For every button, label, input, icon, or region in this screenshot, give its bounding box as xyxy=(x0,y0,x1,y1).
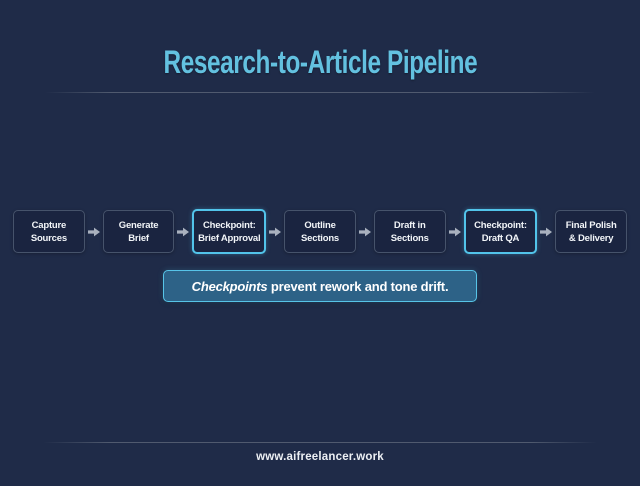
pipeline-step-generate-brief: Generate Brief xyxy=(102,210,175,253)
footer-divider xyxy=(43,442,597,443)
step-label-line2: Sources xyxy=(30,232,67,244)
step-label-line1: Draft in xyxy=(393,219,426,231)
pipeline-step-outline-sections: Outline Sections xyxy=(284,210,356,253)
arrow-right-icon xyxy=(87,227,100,237)
arrow-right-icon xyxy=(448,227,461,237)
pipeline-step-capture-sources: Capture Sources xyxy=(13,210,85,253)
callout-rest-text: prevent rework and tone drift. xyxy=(267,278,449,294)
title-divider xyxy=(45,92,595,93)
arrow-right-icon xyxy=(540,227,553,237)
page-title: Research-to-Article Pipeline xyxy=(0,44,640,81)
step-label-line1: Generate xyxy=(118,219,159,231)
step-label-line2: Brief xyxy=(128,232,149,244)
pipeline-flow: Capture Sources Generate Brief Checkpoin… xyxy=(0,209,640,254)
step-label-line1: Final Polish xyxy=(565,219,617,231)
step-label-line2: Brief Approval xyxy=(198,232,261,244)
arrow-right-icon xyxy=(269,227,282,237)
arrow-right-icon xyxy=(358,227,371,237)
pipeline-step-checkpoint-brief-approval: Checkpoint: Brief Approval xyxy=(192,209,267,254)
pipeline-step-checkpoint-draft-qa: Checkpoint: Draft QA xyxy=(463,209,538,254)
callout-emphasis-text: Checkpoints xyxy=(191,278,268,294)
footer-url: www.aifreelancer.work xyxy=(256,451,384,463)
page-title-text: Research-to-Article Pipeline xyxy=(163,44,477,80)
step-label-line2: Sections xyxy=(301,232,340,244)
step-label-line1: Checkpoint: xyxy=(202,219,256,231)
arrow-right-icon xyxy=(177,227,190,237)
step-label-line1: Checkpoint: xyxy=(474,219,527,231)
step-label-line2: Draft QA xyxy=(481,232,520,244)
step-label-line2: & Delivery xyxy=(568,232,614,244)
pipeline-step-draft-in-sections: Draft in Sections xyxy=(373,210,446,253)
step-label-line1: Outline xyxy=(304,219,336,231)
checkpoint-callout: Checkpoints prevent rework and tone drif… xyxy=(163,270,477,302)
step-label-line1: Capture xyxy=(31,219,67,231)
step-label-line2: Sections xyxy=(390,232,429,244)
pipeline-step-final-polish-delivery: Final Polish & Delivery xyxy=(555,210,628,253)
